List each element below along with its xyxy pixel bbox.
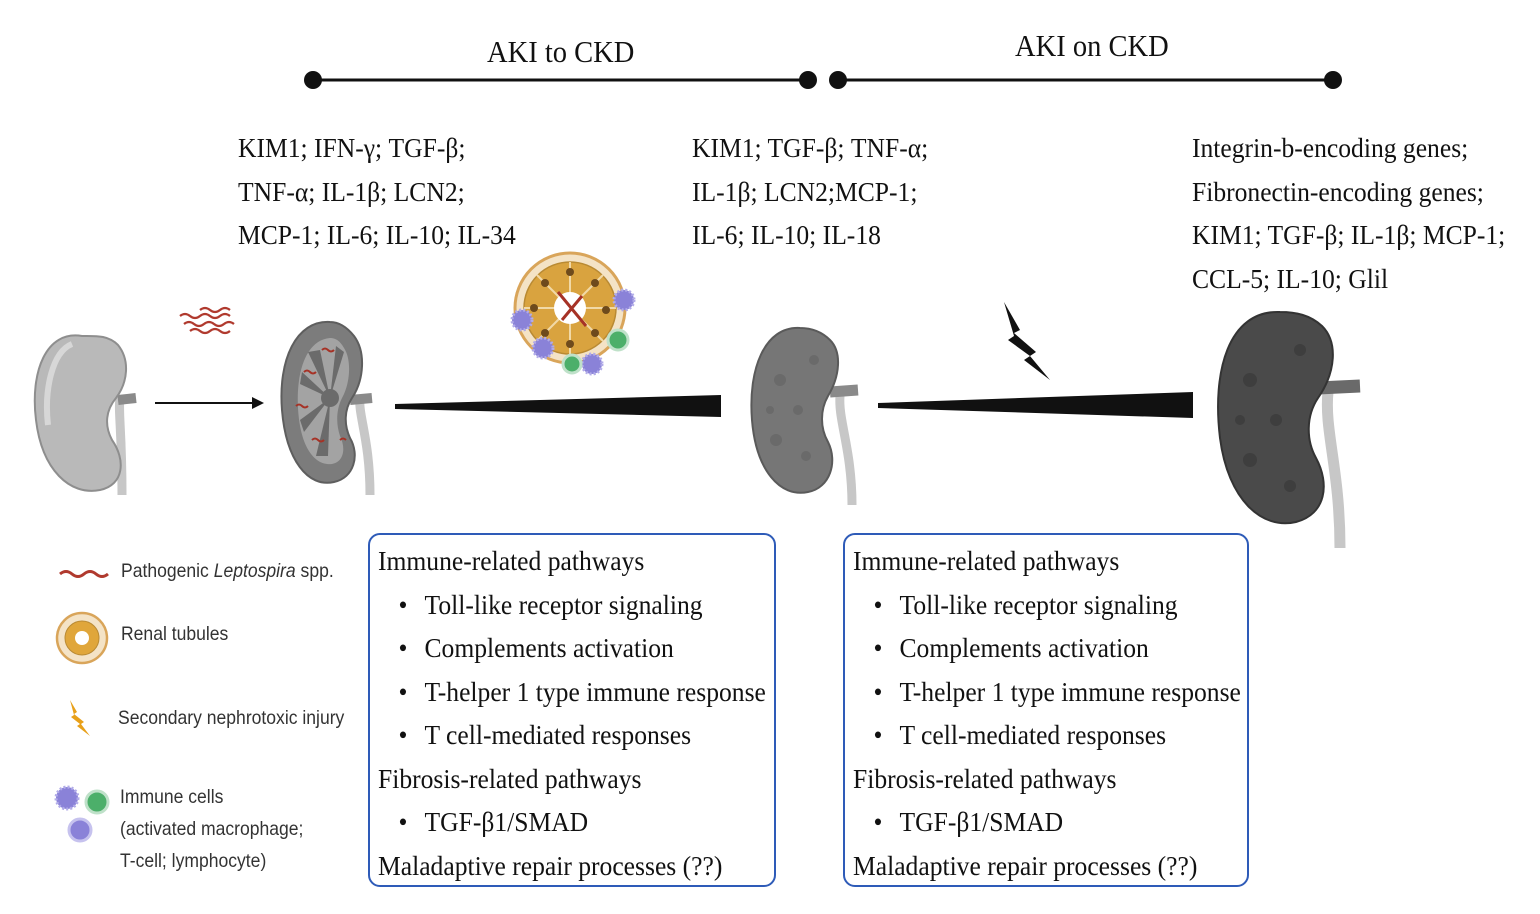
tubule-immune-illustration [510, 251, 636, 376]
immune-pathways-heading: Immune-related pathways [853, 545, 1120, 576]
legend-immune-line: Immune cells [120, 786, 224, 808]
marker-line: MCP-1; IL-6; IL-10; IL-34 [238, 219, 516, 250]
marker-line: IL-1β; LCN2;MCP-1; [692, 175, 918, 207]
legend-immune-line: T-cell; lymphocyte) [120, 850, 267, 872]
marker-group-1: KIM1; IFN-γ; TGF-β; TNF-α; IL-1β; LCN2; … [238, 126, 516, 257]
legend-text-part: Pathogenic [121, 560, 214, 582]
progression-arrow [155, 397, 264, 409]
pathway-item: Complements activation [853, 626, 1241, 670]
pathway-item: Toll-like receptor signaling [378, 583, 766, 627]
marker-line: IL-6; IL-10; IL-18 [692, 219, 881, 250]
pathway-item: T-helper 1 type immune response [378, 670, 766, 714]
kidney-injured-icon [750, 326, 859, 506]
legend-nephrotoxic-label: Secondary nephrotoxic injury [118, 707, 345, 729]
legend-renal-tubules-label: Renal tubules [121, 623, 229, 645]
marker-line: Integrin-b-encoding genes; [1192, 132, 1469, 163]
pathway-item: Complements activation [378, 626, 766, 670]
marker-line: TNF-α; IL-1β; LCN2; [238, 175, 465, 207]
legend-immune-line: (activated macrophage; [120, 818, 304, 840]
pathway-item: TGF-β1/SMAD [378, 800, 766, 844]
timeline-aki-on-ckd [829, 71, 1342, 89]
legend-immune-cell-icon [54, 785, 110, 843]
legend-leptospira-label: Pathogenic Leptospira spp. [121, 555, 334, 587]
phase-title-aki-on-ckd: AKI on CKD [1015, 28, 1169, 63]
pathway-item: T-helper 1 type immune response [853, 670, 1241, 714]
marker-line: KIM1; IFN-γ; TGF-β; [238, 132, 466, 163]
pathway-item: T cell-mediated responses [378, 713, 766, 757]
progression-wedge-2 [878, 392, 1193, 418]
marker-line: CCL-5; IL-10; Glil [1192, 262, 1389, 294]
pathway-item: TGF-β1/SMAD [853, 800, 1241, 844]
pathway-item: Toll-like receptor signaling [853, 583, 1241, 627]
marker-line: KIM1; TGF-β; IL-1β; MCP-1; [1192, 219, 1506, 250]
lightning-icon [1004, 302, 1050, 380]
progression-wedge-1 [395, 395, 721, 417]
pathway-box-aki-to-ckd: Immune-related pathways Toll-like recept… [368, 533, 776, 887]
marker-line: Fibronectin-encoding genes; [1192, 175, 1484, 207]
legend-immune-cells-label: Immune cells (activated macrophage; T-ce… [120, 781, 303, 877]
immune-pathways-heading: Immune-related pathways [378, 545, 645, 576]
legend-leptospira-icon [59, 570, 109, 578]
legend-text-part: spp. [295, 560, 334, 582]
pathway-item: T cell-mediated responses [853, 713, 1241, 757]
timeline-aki-to-ckd [304, 71, 817, 89]
maladaptive-repair-label: Maladaptive repair processes (??) [378, 849, 723, 881]
legend-lightning-icon [70, 700, 90, 736]
marker-line: KIM1; TGF-β; TNF-α; [692, 132, 929, 163]
marker-group-3: Integrin-b-encoding genes; Fibronectin-e… [1192, 126, 1505, 300]
legend-renal-tubule-icon [55, 611, 109, 665]
marker-group-2: KIM1; TGF-β; TNF-α; IL-1β; LCN2;MCP-1; I… [692, 126, 928, 257]
kidney-infected-icon [280, 320, 375, 496]
fibrosis-pathways-heading: Fibrosis-related pathways [378, 762, 642, 794]
fibrosis-pathways-heading: Fibrosis-related pathways [853, 762, 1117, 794]
kidney-fibrotic-icon [1217, 310, 1361, 549]
pathway-box-aki-on-ckd: Immune-related pathways Toll-like recept… [843, 533, 1249, 887]
leptospira-icon [179, 306, 235, 335]
legend-text-italic: Leptospira [213, 560, 296, 582]
maladaptive-repair-label: Maladaptive repair processes (??) [853, 849, 1198, 881]
phase-title-aki-to-ckd: AKI to CKD [487, 34, 635, 69]
kidney-healthy-icon [33, 334, 137, 496]
